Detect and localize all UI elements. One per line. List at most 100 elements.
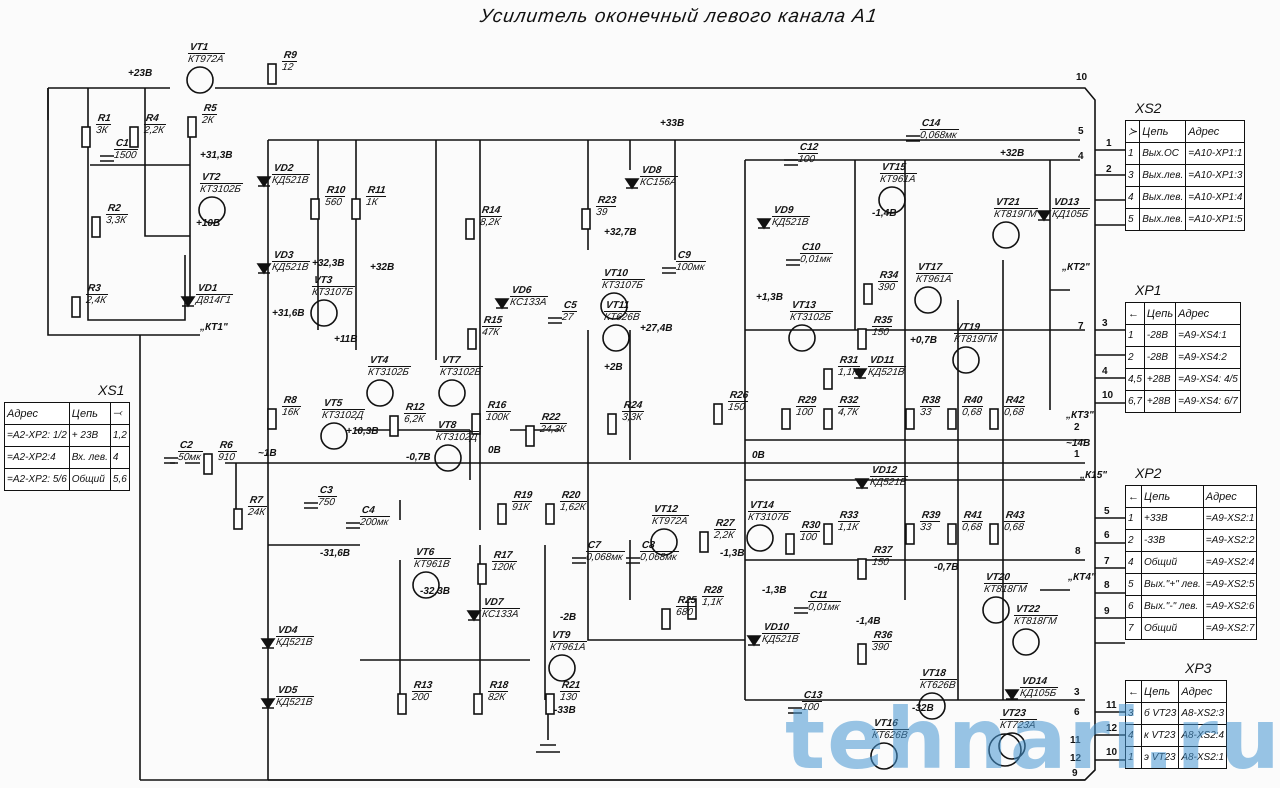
component-ref: R22 [539,412,569,424]
table-cell: Вых.лев. [1139,164,1187,187]
resistor-symbol [687,598,697,620]
component-ref: VT8 [435,420,481,432]
component-value: КТ818ГМ [983,584,1028,595]
diode-symbol [624,178,640,190]
capacitor-symbol [626,557,640,564]
resistor-symbol [187,116,197,138]
component-ref: R33 [837,510,862,522]
diode-symbol [466,610,482,622]
resistor-symbol [947,523,957,545]
component-value: 6,2К [403,414,425,425]
table-cell: =А2-ХР2: 5/6 [4,468,70,491]
component-ref: C8 [639,540,681,552]
component-ref: C5 [561,300,579,312]
transistor-symbol [650,528,678,556]
component-ref: R19 [511,490,534,502]
component-value: 1,1К [837,367,859,378]
component-ref: C9 [675,250,708,262]
component-ref: R21 [559,680,582,692]
component-ref: VD2 [271,163,312,175]
component-ref: VD4 [275,625,316,637]
table-cell: Общий [1141,551,1204,574]
component-value: КТ3102Б [199,184,242,195]
wire-number: 3 [1074,687,1080,698]
diode-symbol [854,478,870,490]
resistor-symbol [351,198,361,220]
transistor-symbol [198,196,226,224]
capacitor-symbol [304,502,318,509]
wire-number: 10 [1102,390,1114,401]
resistor-symbol [581,208,591,230]
transistor-symbol [366,379,394,407]
resistor-symbol [661,608,671,630]
capacitor-symbol [548,317,562,324]
component-ref: VT19 [953,322,1001,334]
resistor-symbol [905,523,915,545]
component-value: 2,4К [85,295,107,306]
diode-symbol [260,638,276,650]
test-point-label: „К15" [1080,470,1108,481]
resistor-symbol [785,533,795,555]
table-cell: Вых.ОС [1139,142,1187,165]
test-point-label: „КТ2" [1062,262,1090,273]
component-ref: C10 [799,242,835,254]
resistor-symbol [989,408,999,430]
component-value: КТ3102Д [435,432,479,443]
component-ref: R11 [365,185,388,197]
component-ref: R17 [491,550,519,562]
component-value: КТ818ГМ [1013,616,1058,627]
component-ref: R43 [1003,510,1028,522]
wire-number: 4 [1102,366,1108,377]
resistor-symbol [989,523,999,545]
table-cell: =А2-ХР2:4 [4,446,70,469]
table-cell: =А9-XS4:1 [1175,324,1241,347]
component-ref: VT9 [549,630,589,642]
component-ref: VD3 [271,250,312,262]
component-value: КТ626В [603,312,641,323]
resistor-symbol [947,408,957,430]
capacitor-symbol [786,259,800,266]
diode-symbol [260,698,276,710]
component-ref: R5 [201,103,219,115]
voltage-label: -0,7В [406,452,431,463]
component-ref: VD8 [639,165,680,177]
component-ref: R7 [247,495,269,507]
resistor-symbol [823,408,833,430]
resistor-symbol [713,403,723,425]
component-value: КТ961А [549,642,587,653]
component-value: 1,1К [837,522,859,533]
table-cell: 2 [1125,346,1145,369]
test-point-label: „КТ1" [200,322,228,333]
voltage-label: -0,7В [934,562,959,573]
wire-number: 1 [1074,449,1080,460]
table-row: 2-33В=А9-XS2:2 [1125,529,1258,552]
resistor-symbol [397,693,407,715]
component-value: КТ819ГМ [993,209,1038,220]
